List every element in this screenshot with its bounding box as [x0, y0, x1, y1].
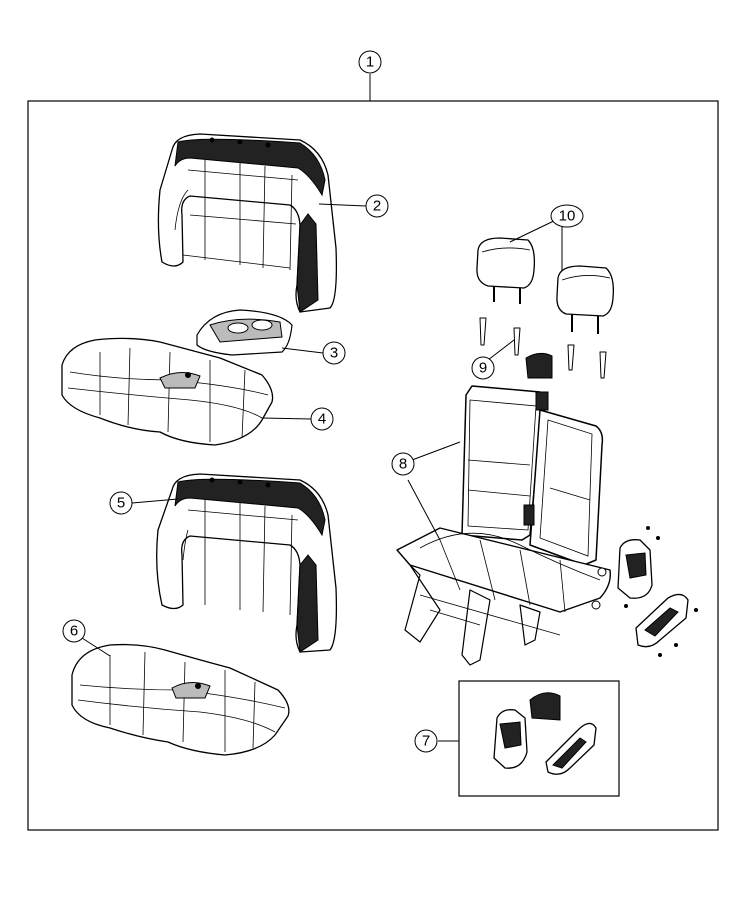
callout-5[interactable]: 5 [109, 491, 133, 515]
callout-6[interactable]: 6 [62, 619, 86, 643]
callout-2[interactable]: 2 [365, 194, 389, 218]
seat-frame[interactable] [396, 385, 611, 666]
callout-1[interactable]: 1 [358, 50, 382, 74]
callout-label: 5 [117, 495, 125, 512]
headrest-right[interactable] [556, 265, 614, 334]
seat-cushion-pad[interactable] [196, 309, 293, 356]
seat-cushion-cover-upper[interactable] [61, 337, 274, 446]
callout-label: 7 [422, 733, 430, 750]
headrest-left[interactable] [476, 237, 536, 304]
side-trim-rear[interactable] [635, 593, 689, 648]
callout-label: 6 [70, 623, 78, 640]
callout-10[interactable]: 10 [550, 204, 584, 228]
trim-kit-box [458, 680, 620, 797]
callout-label: 3 [330, 345, 338, 362]
callout-3[interactable]: 3 [322, 341, 346, 365]
seat-cushion-cover-lower[interactable] [71, 643, 290, 756]
seat-back-cover-upper[interactable] [157, 133, 338, 313]
callout-label: 4 [318, 411, 326, 428]
callout-9[interactable]: 9 [471, 356, 495, 380]
callout-4[interactable]: 4 [310, 407, 334, 431]
callout-label: 2 [373, 198, 381, 215]
callout-label: 10 [559, 208, 576, 225]
trim-kit-parts[interactable] [493, 692, 597, 775]
callout-8[interactable]: 8 [391, 452, 415, 476]
callout-label: 1 [366, 54, 374, 71]
trim-screws [624, 526, 698, 657]
callout-label: 9 [479, 360, 487, 377]
seat-back-cover-lower[interactable] [156, 473, 338, 653]
side-trim-front[interactable] [617, 539, 653, 599]
headrest-guides[interactable] [479, 317, 607, 379]
callout-label: 8 [399, 456, 407, 473]
callout-7[interactable]: 7 [414, 729, 438, 753]
diagram-frame [27, 100, 719, 831]
